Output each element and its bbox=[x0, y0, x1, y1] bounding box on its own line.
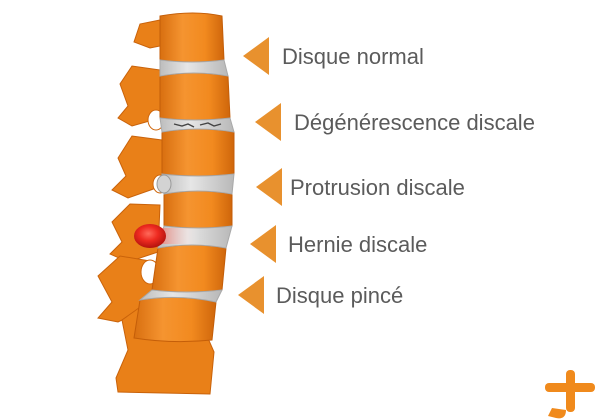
degeneration-marks bbox=[173, 122, 222, 128]
disc-pinched bbox=[138, 289, 223, 303]
vertebra-2 bbox=[159, 72, 231, 121]
vertebra-3 bbox=[161, 128, 235, 177]
label-protrusion-discale: Protrusion discale bbox=[290, 175, 465, 200]
brand-logo-icon bbox=[545, 370, 595, 419]
triangle-arrow-icon bbox=[256, 168, 282, 206]
spinous-process-1 bbox=[133, 19, 161, 49]
label-disque-pince: Disque pincé bbox=[276, 283, 404, 308]
triangle-arrow-icon bbox=[243, 37, 269, 75]
disc-normal bbox=[159, 59, 229, 77]
vertebra-6 bbox=[133, 296, 217, 343]
triangle-arrow-icon bbox=[255, 103, 281, 141]
protrusion-bulge bbox=[156, 174, 172, 194]
label-disque-normal: Disque normal bbox=[282, 44, 424, 69]
vertebra-1 bbox=[159, 12, 225, 63]
vertebra-4 bbox=[163, 190, 233, 229]
triangle-arrow-icon bbox=[238, 276, 264, 314]
label-degenerescence-discale: Dégénérescence discale bbox=[294, 110, 535, 135]
vertebra-5 bbox=[151, 244, 227, 293]
disc-protrusion bbox=[161, 173, 235, 195]
disc-degenerated bbox=[159, 117, 235, 133]
triangle-arrow-icon bbox=[250, 225, 276, 263]
label-hernie-discale: Hernie discale bbox=[288, 232, 428, 257]
hernia-blob bbox=[134, 224, 166, 248]
